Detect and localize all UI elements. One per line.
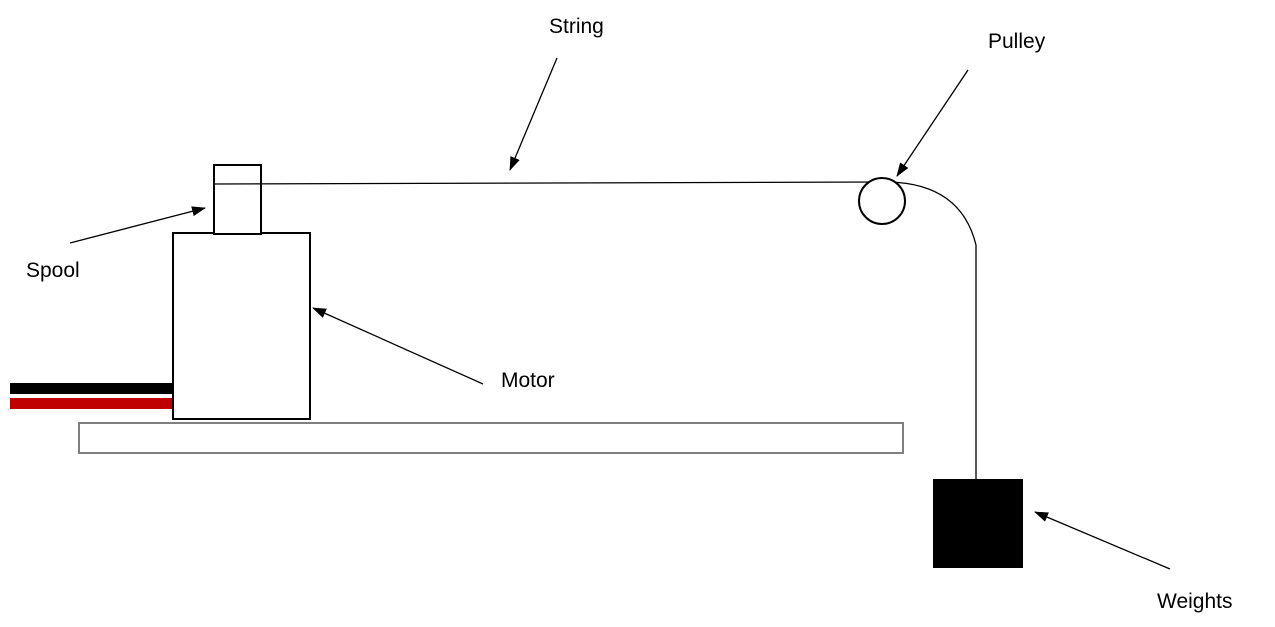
spool [213,164,262,235]
motor-arrow [312,307,484,385]
weights-label: Weights [1157,590,1233,613]
base-board [78,422,904,454]
string-arrow [509,57,558,171]
string-label: String [549,15,604,38]
pulley [858,177,906,225]
weights-arrow [1034,511,1171,570]
string-horizontal [213,181,881,185]
motor-body [172,232,311,420]
spool-arrow [69,206,206,244]
wire-red [10,398,173,409]
weights-block [933,479,1023,568]
motor-label: Motor [501,369,555,392]
wire-black [10,383,173,394]
pulley-arrow [896,69,969,177]
spool-label: Spool [26,259,80,282]
pulley-label: Pulley [988,30,1046,53]
